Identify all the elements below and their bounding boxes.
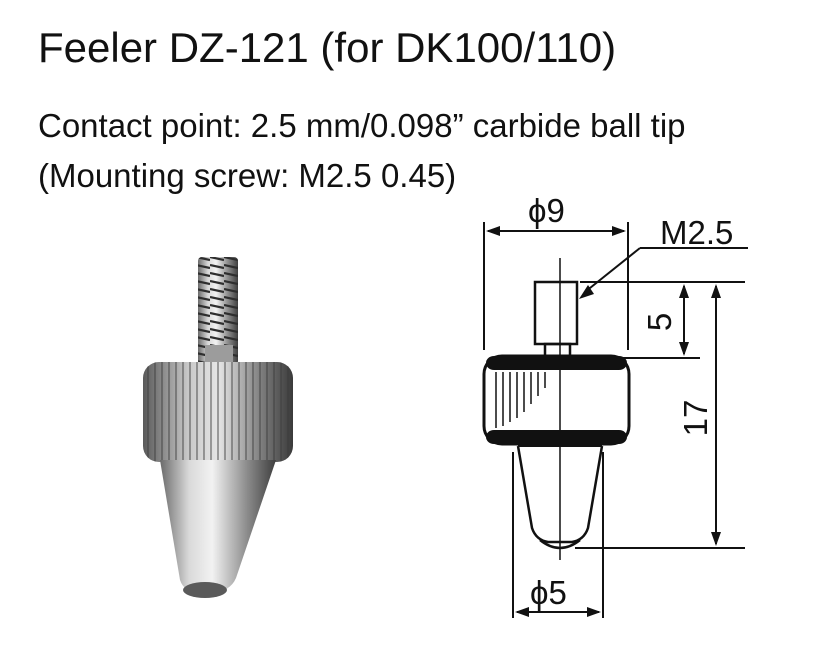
- page-title: Feeler DZ-121 (for DK100/110): [38, 24, 617, 71]
- mounting-screw-spec: (Mounting screw: M2.5 0.45): [38, 157, 457, 194]
- feeler-photo: [143, 257, 293, 598]
- dim-top-diameter: ϕ9: [528, 192, 565, 229]
- dim-thread-label: M2.5: [660, 214, 733, 251]
- contact-point-spec: Contact point: 2.5 mm/0.098” carbide bal…: [38, 107, 686, 144]
- dim-tip-diameter: ϕ5: [530, 574, 567, 611]
- dim-total-length: 17: [677, 400, 714, 437]
- dimension-drawing: [482, 222, 748, 618]
- dim-thread-length: 5: [641, 313, 678, 331]
